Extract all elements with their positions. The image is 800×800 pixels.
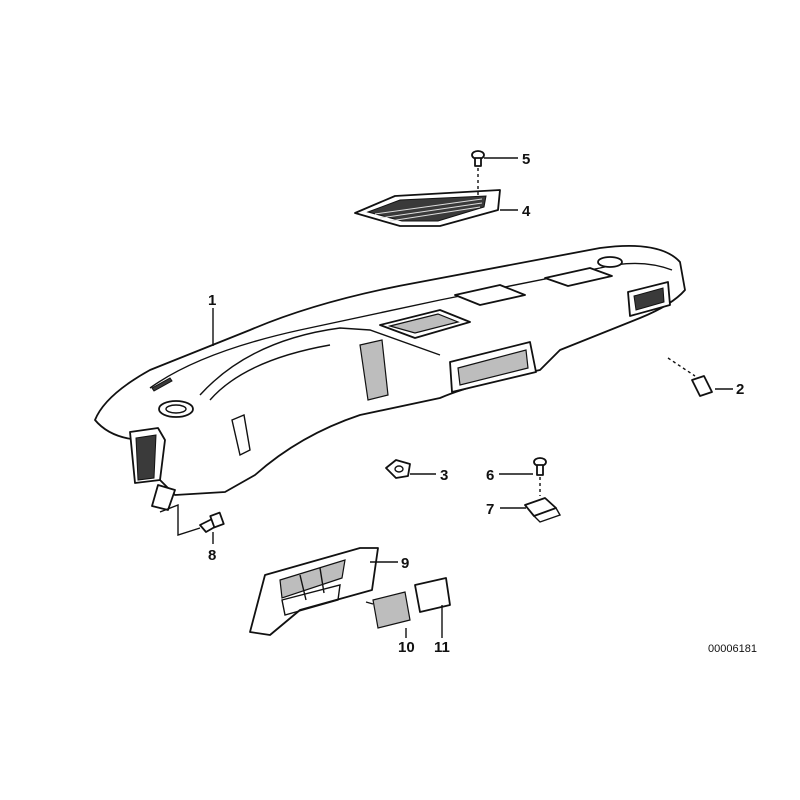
screw-6-part xyxy=(533,457,547,496)
cover-10-part xyxy=(365,591,411,629)
callout-9: 9 xyxy=(401,555,409,572)
reference-number: 00006181 xyxy=(708,643,757,655)
bolt-8-part xyxy=(159,503,225,536)
leader-lines xyxy=(212,157,733,638)
bracket-9-part xyxy=(249,547,379,636)
callout-11: 11 xyxy=(434,639,450,656)
cover-11-part xyxy=(414,577,451,613)
grille-part xyxy=(354,189,501,227)
callout-6: 6 xyxy=(486,467,494,484)
callout-4: 4 xyxy=(522,203,531,220)
nut-3-part xyxy=(385,459,411,479)
clip-nut-7-part xyxy=(524,497,562,523)
callout-8: 8 xyxy=(208,547,216,564)
callout-1: 1 xyxy=(208,292,216,309)
dashboard-part xyxy=(94,245,686,511)
callout-3: 3 xyxy=(440,467,448,484)
clip-2-part xyxy=(667,357,713,397)
callout-7: 7 xyxy=(486,501,494,518)
callout-10: 10 xyxy=(398,639,415,656)
callout-5: 5 xyxy=(522,151,530,168)
screw-5-part xyxy=(471,150,485,196)
callout-2: 2 xyxy=(736,381,744,398)
